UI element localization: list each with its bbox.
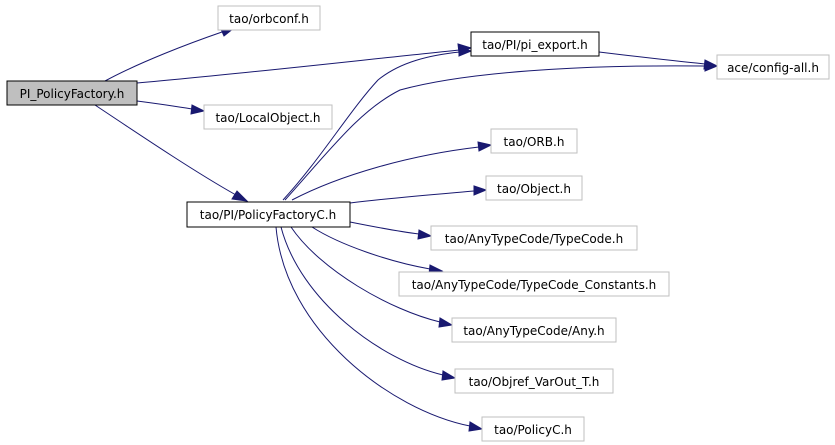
graph-nodes: PI_PolicyFactory.h tao/orbconf.h tao/PI/… xyxy=(6,5,830,442)
node-tao-orbconf-h[interactable]: tao/orbconf.h xyxy=(217,5,321,31)
node-pi-policyfactory-h[interactable]: PI_PolicyFactory.h xyxy=(6,80,138,106)
node-label: tao/AnyTypeCode/Any.h xyxy=(463,324,604,338)
node-label: tao/PI/pi_export.h xyxy=(482,38,588,52)
node-label: tao/LocalObject.h xyxy=(215,111,320,125)
edge-policyfactoryc-orb xyxy=(291,141,493,201)
edge-root-pi-export xyxy=(136,43,473,84)
node-ace-config-all-h[interactable]: ace/config-all.h xyxy=(716,54,830,80)
node-label: tao/Objref_VarOut_T.h xyxy=(469,375,600,389)
node-tao-anytypecode-any-h[interactable]: tao/AnyTypeCode/Any.h xyxy=(451,317,617,343)
edge-root-policyfactoryc xyxy=(94,104,249,202)
node-tao-pi-pi-export-h[interactable]: tao/PI/pi_export.h xyxy=(470,31,600,57)
edge-policyfactoryc-pi-export xyxy=(282,46,473,201)
node-tao-anytypecode-typecode-constants-h[interactable]: tao/AnyTypeCode/TypeCode_Constants.h xyxy=(398,271,670,297)
node-tao-objref-varout-t-h[interactable]: tao/Objref_VarOut_T.h xyxy=(454,368,614,394)
node-label: tao/AnyTypeCode/TypeCode.h xyxy=(445,232,623,246)
node-tao-orb-h[interactable]: tao/ORB.h xyxy=(490,128,578,154)
node-label: tao/AnyTypeCode/TypeCode_Constants.h xyxy=(412,278,657,292)
edge-policyfactoryc-config-all xyxy=(284,61,719,201)
node-label: tao/PolicyC.h xyxy=(494,423,572,437)
graph-edges xyxy=(94,26,719,432)
node-tao-localobject-h[interactable]: tao/LocalObject.h xyxy=(203,104,333,130)
edge-root-orbconf xyxy=(104,26,236,82)
node-label: tao/ORB.h xyxy=(504,135,565,149)
node-label: tao/orbconf.h xyxy=(229,12,309,26)
node-tao-object-h[interactable]: tao/Object.h xyxy=(485,175,583,201)
node-label: tao/PI/PolicyFactoryC.h xyxy=(200,208,336,222)
node-label: PI_PolicyFactory.h xyxy=(20,87,125,101)
node-label: tao/Object.h xyxy=(497,182,571,196)
edge-root-localobject xyxy=(136,100,206,115)
node-tao-anytypecode-typecode-h[interactable]: tao/AnyTypeCode/TypeCode.h xyxy=(430,225,638,251)
edge-policyfactoryc-typecode xyxy=(349,221,433,240)
edge-policyfactoryc-object xyxy=(349,185,488,204)
edge-policyfactoryc-any xyxy=(290,226,454,328)
node-label: ace/config-all.h xyxy=(727,61,819,75)
node-tao-pi-policyfactoryc-h[interactable]: tao/PI/PolicyFactoryC.h xyxy=(186,201,351,228)
edge-policyfactoryc-objref-varout xyxy=(280,226,457,381)
edge-policyfactoryc-policyc xyxy=(275,226,484,432)
node-tao-policyc-h[interactable]: tao/PolicyC.h xyxy=(481,416,585,442)
